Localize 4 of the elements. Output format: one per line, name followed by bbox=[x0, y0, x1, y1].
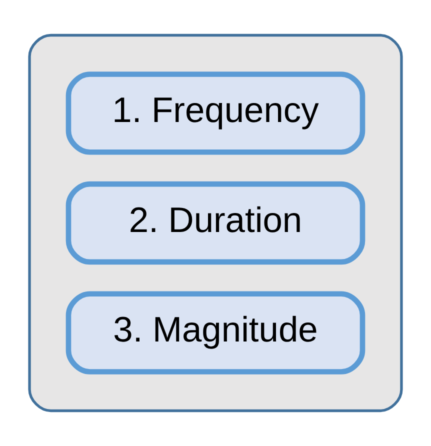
cluster bbox=[28, 34, 403, 412]
node-box: 1. Frequency bbox=[66, 72, 366, 155]
node-box: 3. Magnitude bbox=[66, 291, 366, 374]
node-box: 2. Duration bbox=[66, 181, 366, 265]
